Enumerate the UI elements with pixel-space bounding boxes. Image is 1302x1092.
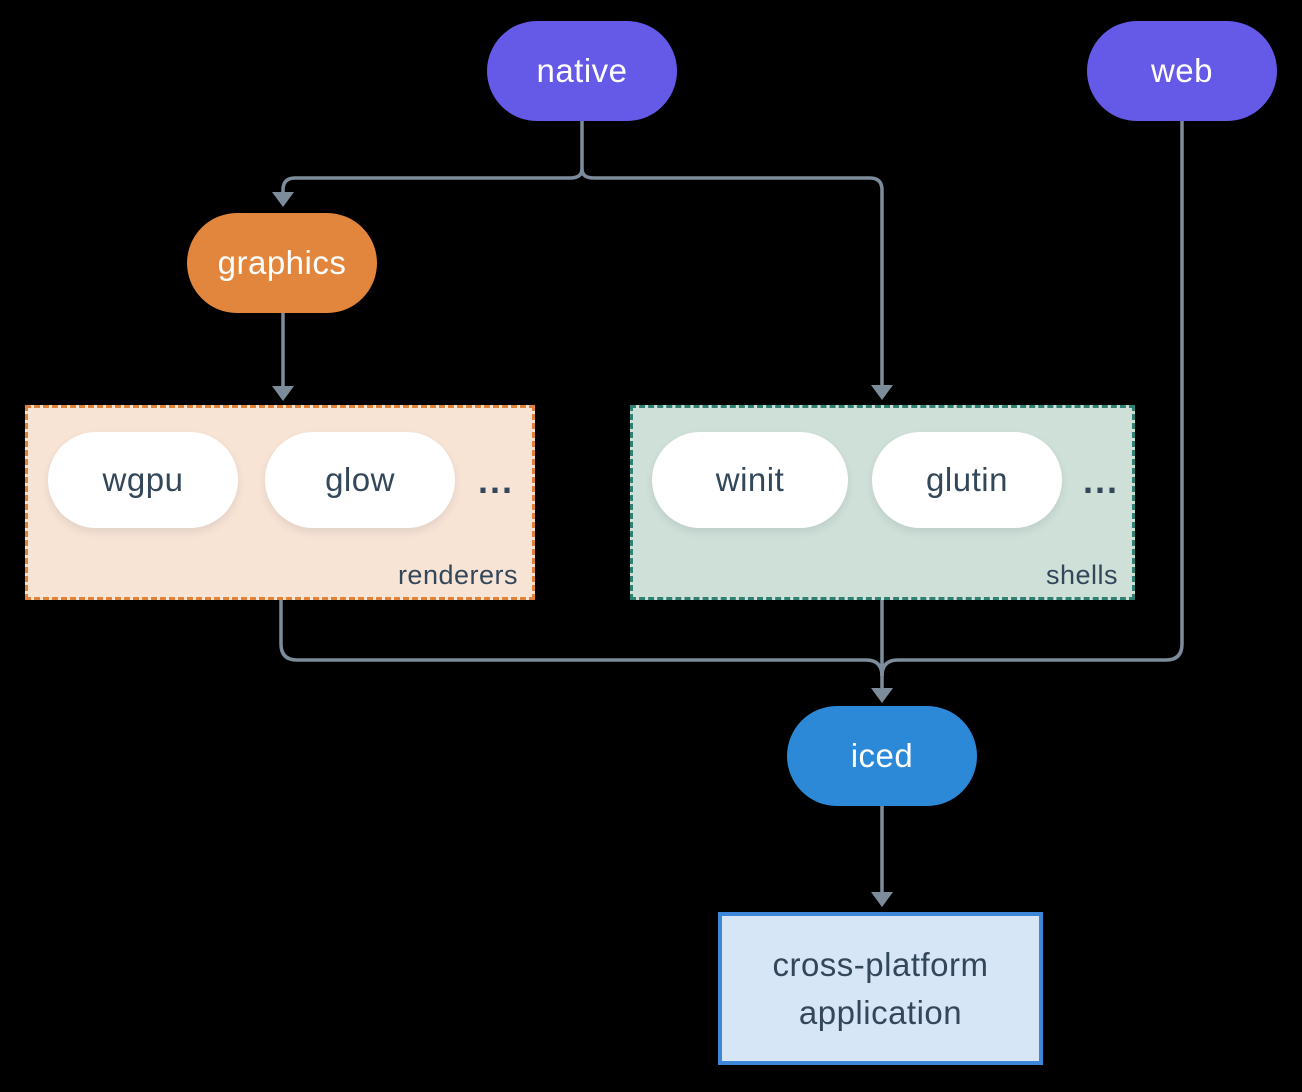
arrowhead-into-renderers <box>272 386 294 401</box>
edge-native-to-graphics <box>281 168 584 193</box>
renderers-ellipsis: ... <box>478 460 515 501</box>
node-iced: iced <box>787 706 977 806</box>
renderers-group-label: renderers <box>397 560 518 590</box>
node-native: native <box>487 21 677 121</box>
edge-renderers-to-merge <box>279 600 884 677</box>
node-wgpu: wgpu <box>48 432 238 528</box>
node-glutin: glutin <box>872 432 1062 528</box>
node-application: cross-platform application <box>718 912 1043 1065</box>
edge-native-to-shells <box>580 168 884 386</box>
group-renderers: wgpu glow ... renderers <box>25 405 535 600</box>
group-shells: winit glutin ... shells <box>630 405 1135 600</box>
node-winit: winit <box>652 432 848 528</box>
arrowhead-into-graphics <box>272 192 294 207</box>
arrowhead-into-iced <box>871 688 893 703</box>
arrowhead-into-shells <box>871 385 893 400</box>
arrowhead-into-application <box>871 892 893 907</box>
shells-group-label: shells <box>1045 560 1118 590</box>
node-web: web <box>1087 21 1277 121</box>
node-glow: glow <box>265 432 455 528</box>
edge-web-to-merge <box>880 121 1184 677</box>
node-graphics: graphics <box>187 213 377 313</box>
shells-ellipsis: ... <box>1083 460 1120 501</box>
